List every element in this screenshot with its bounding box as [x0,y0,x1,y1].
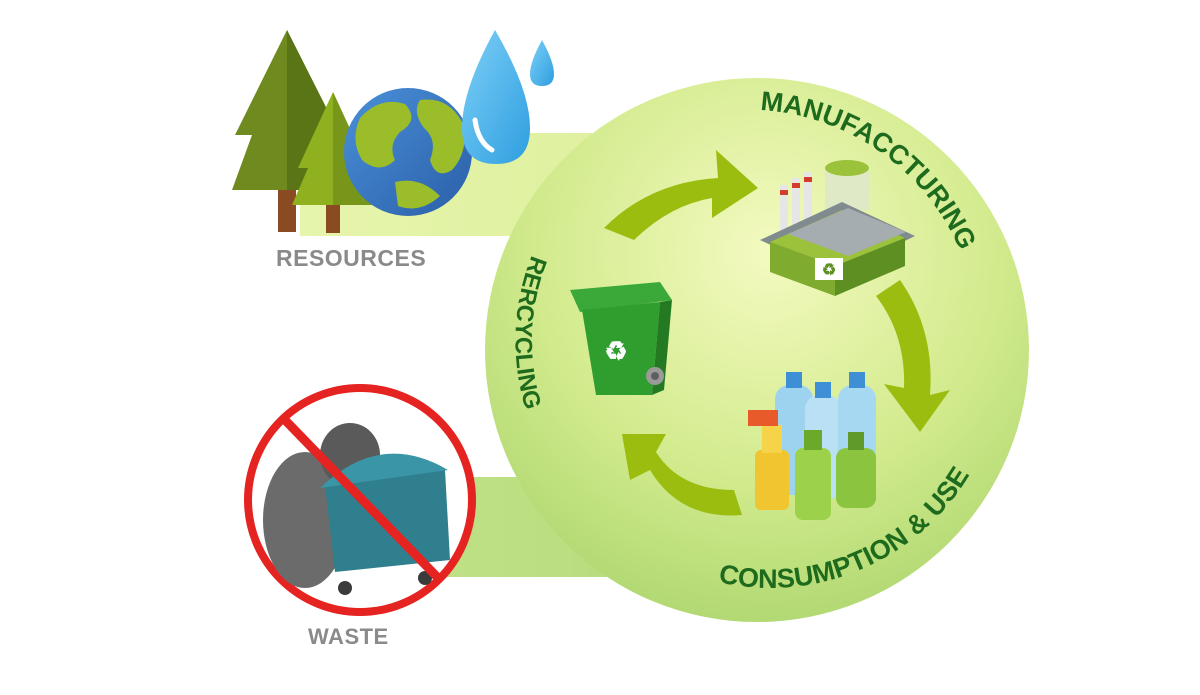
cycle-arrows [604,150,950,516]
recycling-bin-icon: ♻ [570,282,672,395]
svg-text:♻: ♻ [822,262,836,279]
factory-icon: ♻ [760,160,915,296]
cycle-circle [485,78,1029,622]
waste-label: WASTE [308,624,389,649]
arrow-consumption-to-recycle [622,434,742,516]
svg-text:♻: ♻ [604,336,627,366]
no-waste-dumpster-icon [244,384,476,616]
water-drop-icon [462,30,554,164]
arrow-manufacturing-to-consumption [876,280,950,432]
plastic-bottles-icon [748,372,876,520]
earth-globe-icon [344,88,472,216]
arrow-recycle-to-manufacturing [604,150,758,240]
resources-label: RESOURCES [276,245,427,271]
